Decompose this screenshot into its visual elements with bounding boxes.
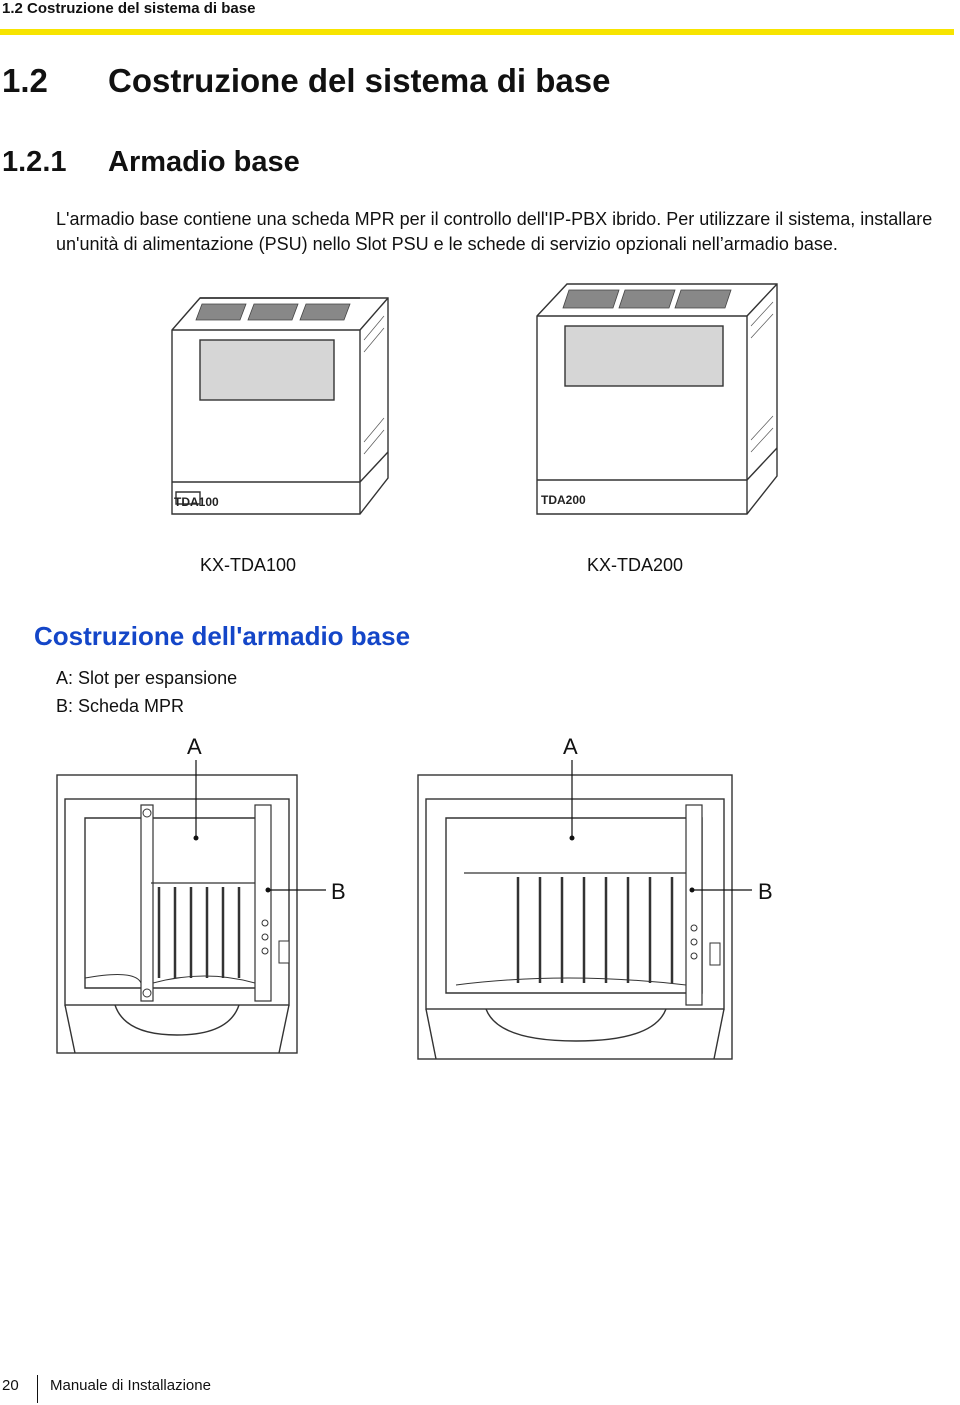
- construction-heading: Costruzione dell'armadio base: [34, 621, 411, 651]
- subsection-title: Armadio base: [108, 146, 300, 178]
- cabinet-kx-tda100-illustration: TDA100: [171, 297, 389, 515]
- caption-kx-tda100: KX-TDA100: [200, 555, 297, 575]
- cabinet-logo-tda200: TDA200: [541, 493, 586, 507]
- footer-title: Manuale di Installazione: [50, 1377, 211, 1394]
- callout-b-tda100: B: [331, 879, 346, 904]
- callout-a-tda200: A: [563, 734, 578, 759]
- legend-item-b: B: Scheda MPR: [56, 696, 185, 716]
- cabinet-kx-tda200-illustration: TDA200: [536, 283, 778, 515]
- caption-kx-tda200: KX-TDA200: [587, 555, 684, 575]
- section-heading: 1.2 Costruzione del sistema di base: [2, 62, 610, 100]
- running-header: 1.2 Costruzione del sistema di base: [2, 0, 256, 17]
- section-title: Costruzione del sistema di base: [108, 62, 611, 99]
- callout-a-tda100: A: [187, 734, 202, 759]
- section-number: 1.2: [2, 62, 48, 99]
- construction-diagram-tda100: [56, 774, 298, 1054]
- subsection-heading: 1.2.1 Armadio base: [2, 146, 300, 179]
- legend-item-a: A: Slot per espansione: [56, 668, 238, 688]
- footer-divider: [37, 1375, 38, 1403]
- construction-diagram-tda200: [417, 774, 733, 1060]
- header-rule: [0, 29, 954, 35]
- intro-paragraph: L'armadio base contiene una scheda MPR p…: [56, 209, 933, 254]
- callout-b-tda200: B: [758, 879, 773, 904]
- subsection-number: 1.2.1: [2, 146, 67, 178]
- cabinet-logo-tda100: TDA100: [174, 495, 219, 509]
- page-number: 20: [2, 1377, 19, 1394]
